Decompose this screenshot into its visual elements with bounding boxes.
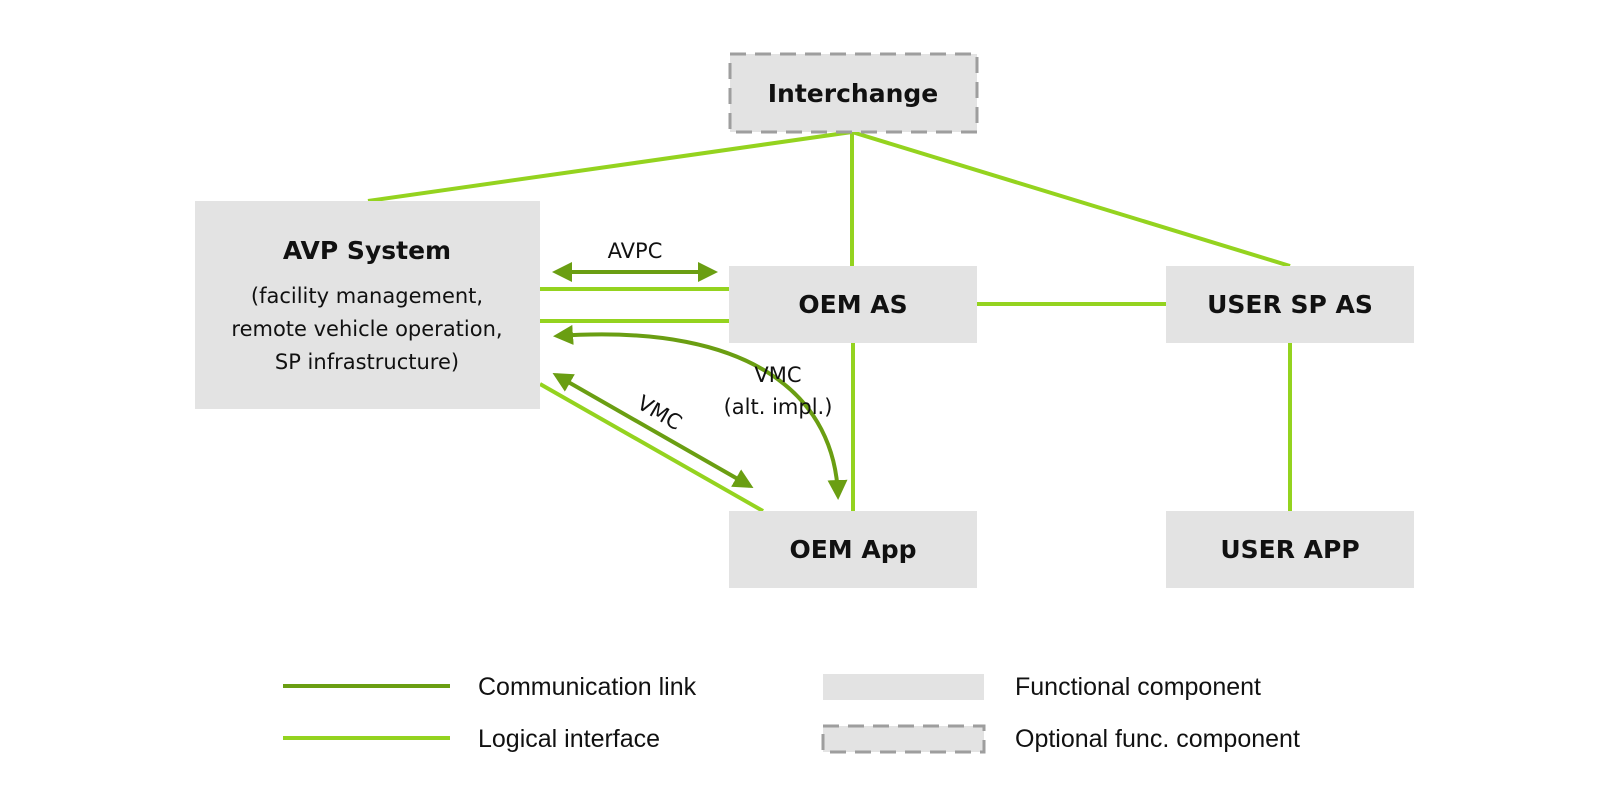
vmc-alt-label-1: VMC [754,363,801,387]
legend-logical-interface-label: Logical interface [478,725,660,753]
oem-as-box: OEM AS [729,266,977,343]
avp-system-line-1: (facility management, [251,284,483,308]
user-sp-as-title: USER SP AS [1207,290,1373,319]
legend: Communication link Logical interface Fun… [283,673,1300,754]
vmc-label: VMC [633,391,686,435]
vmc-alt-label-2: (alt. impl.) [724,395,833,419]
vmc-alt-arrow [553,324,848,500]
legend-communication-link-label: Communication link [478,673,697,701]
oem-app-box: OEM App [729,511,977,588]
interface-interchange-user-sp-as [851,130,1291,268]
avp-system-line-3: SP infrastructure) [275,350,459,374]
avp-system-box: AVP System (facility management, remote … [195,201,540,409]
avp-system-title: AVP System [283,236,451,265]
interchange-title: Interchange [768,79,938,108]
communication-links [552,262,848,500]
interface-interchange-avp [367,130,853,203]
oem-app-title: OEM App [789,535,916,564]
avpc-label: AVPC [608,239,663,263]
legend-optional-component-swatch [821,724,986,754]
oem-as-title: OEM AS [798,290,907,319]
interchange-box: Interchange [728,52,979,134]
legend-functional-component-label: Functional component [1015,673,1261,701]
legend-optional-component-label: Optional func. component [1015,725,1300,753]
legend-functional-component-swatch [823,674,984,700]
user-sp-as-box: USER SP AS [1166,266,1414,343]
avp-system-line-2: remote vehicle operation, [231,317,502,341]
user-app-box: USER APP [1166,511,1414,588]
vmc-arrow [552,373,754,488]
user-app-title: USER APP [1220,535,1359,564]
